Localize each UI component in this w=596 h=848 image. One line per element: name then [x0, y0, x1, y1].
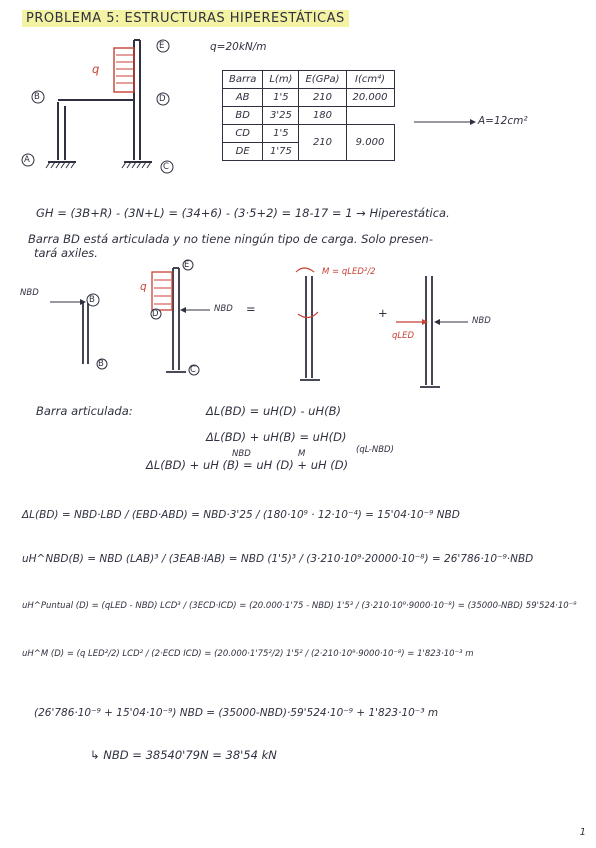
eq-ud2: uH^M (D) = (q LED²/2) LCD² / (2·ECD ICD)… [22, 649, 474, 659]
table-row: DE 1'75 [221, 142, 395, 161]
compat-sup-3: (qL-NBD) [356, 445, 394, 455]
eq-delta-l: ΔL(BD) = NBD·LBD / (EBD·ABD) = NBD·3'25 … [22, 509, 460, 521]
compat-sup-1: NBD [232, 449, 251, 459]
node-b-label-2: B [89, 295, 95, 305]
nbd-label-2: NBD [214, 304, 233, 314]
node-e-label: E [159, 41, 165, 51]
table-cell: 1'75 [262, 142, 300, 161]
compat-eq-3: ΔL(BD) + uH (B) = uH (D) + uH (D) [146, 458, 349, 472]
moment-label: M = qLED²/2 [322, 267, 376, 277]
hyperstatic-degree: GH = (3B+R) - (3N+L) = (34+6) - (3·5+2) … [36, 206, 450, 220]
table-header-row: Barra L(m) E(GPa) I(cm⁴) [221, 70, 395, 89]
table-cell: 1'5 [262, 124, 300, 143]
area-note: A=12cm² [478, 115, 528, 127]
note-line-1: Barra BD está articulada y no tiene ning… [28, 232, 433, 246]
table-cell: 9.000 [345, 124, 395, 161]
eq-final: (26'786·10⁻⁹ + 15'04·10⁻⁹) NBD = (35000-… [34, 707, 439, 719]
compat-eq-2: ΔL(BD) + uH(B) = uH(D) [206, 430, 347, 444]
compat-label: Barra articulada: [36, 404, 133, 418]
node-b-label-3: B [98, 359, 104, 369]
node-c-label-2: C [190, 365, 196, 375]
nbd-label-3: NBD [472, 316, 491, 326]
eq-result: ↳ NBD = 38540'79N = 38'54 kN [90, 748, 277, 762]
nbd-label-1: NBD [20, 288, 39, 298]
compat-eq-1: ΔL(BD) = uH(D) - uH(B) [206, 404, 341, 418]
page-number: 1 [579, 827, 586, 838]
table-cell: 210 [298, 124, 347, 161]
table-cell: DE [221, 142, 264, 161]
page-title: PROBLEMA 5: ESTRUCTURAS HIPERESTÁTICAS [22, 10, 349, 27]
table-row: CD 1'5 210 9.000 [221, 124, 395, 161]
col-header: I(cm⁴) [345, 70, 395, 89]
eq-ub: uH^NBD(B) = NBD (LAB)³ / (3EAB·IAB) = NB… [22, 553, 534, 565]
load-value: q=20kN/m [210, 41, 267, 53]
node-b-label: B [34, 92, 40, 102]
eq-ud1: uH^Puntual (D) = (qLED - NBD) LCD³ / (3E… [22, 601, 577, 611]
table-row: AB 1'5 210 20.000 [221, 88, 395, 107]
compat-sup-2: M [298, 449, 306, 459]
node-d-label: D [159, 94, 166, 104]
equals-sign: = [246, 302, 256, 316]
node-a-label: A [24, 155, 30, 165]
node-c-label: C [163, 162, 169, 172]
table-cell: 20.000 [345, 88, 395, 107]
load-q-label: q [92, 62, 100, 76]
load-q-label-2: q [140, 281, 147, 293]
node-d-label-2: D [152, 309, 159, 319]
plus-sign: + [378, 306, 388, 320]
note-line-2: tará axiles. [34, 246, 98, 260]
node-e-label-2: E [184, 260, 190, 270]
properties-table: Barra L(m) E(GPa) I(cm⁴) AB 1'5 210 20.0… [221, 70, 395, 161]
table-cell: 1'5 [262, 88, 300, 107]
point-load-label: qLED [392, 331, 415, 341]
